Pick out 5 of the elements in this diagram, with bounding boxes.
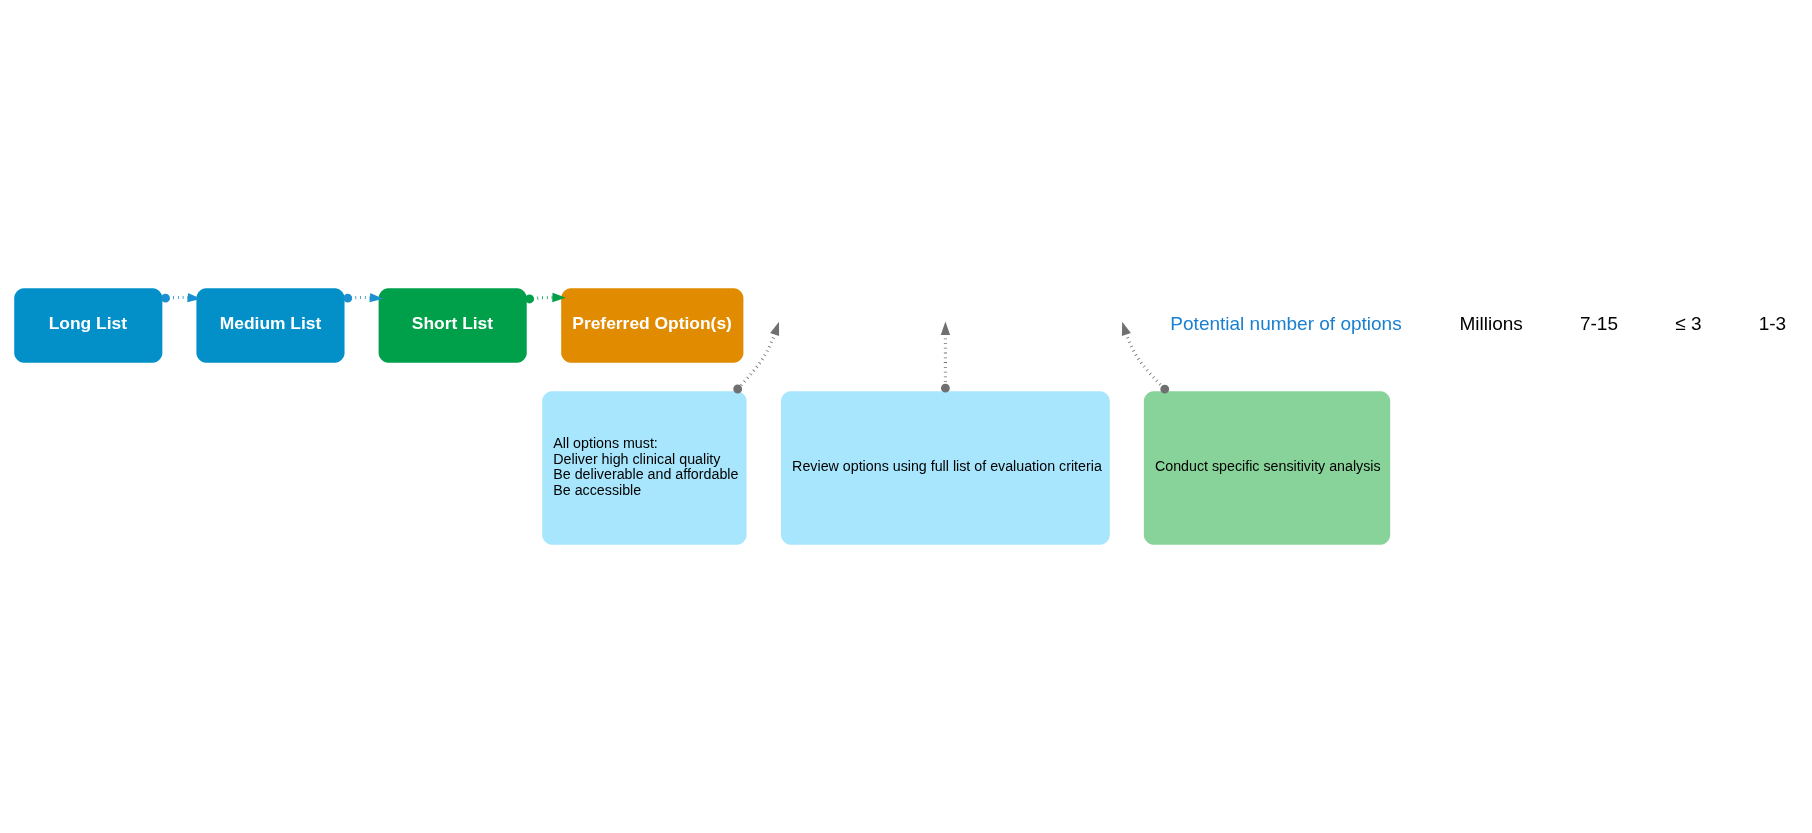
label: 1-3: [1758, 313, 1787, 335]
label: Potential number of options: [1170, 313, 1402, 335]
label: Millions: [1459, 313, 1523, 335]
label: ≤ 3: [1675, 313, 1702, 335]
label: 7-15: [1579, 313, 1618, 335]
